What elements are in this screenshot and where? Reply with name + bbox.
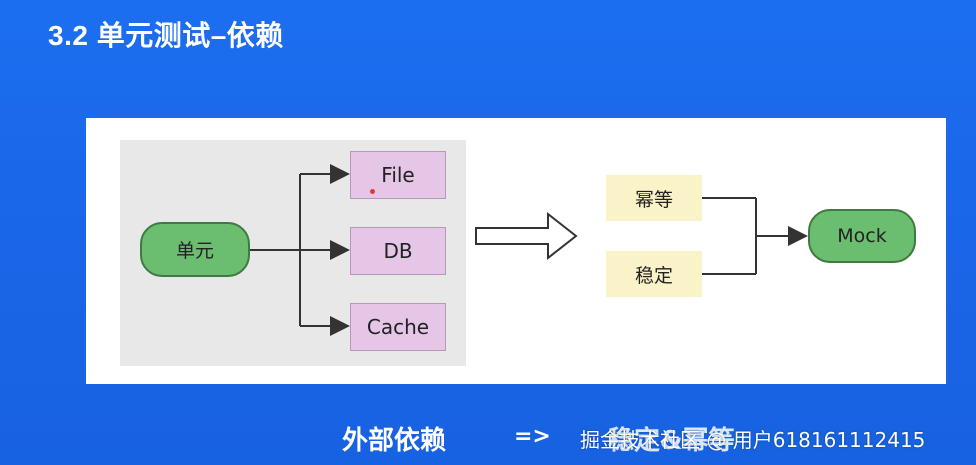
slide-title: 3.2 单元测试–依赖 bbox=[48, 20, 284, 51]
footer-stable-idempotent: 稳定&幂等 bbox=[608, 426, 735, 456]
cursor-dot bbox=[370, 189, 375, 194]
db-node: DB bbox=[350, 227, 446, 275]
transform-arrow-icon bbox=[475, 211, 578, 261]
footer-arrow: => bbox=[514, 424, 551, 449]
unit-node: 单元 bbox=[140, 222, 250, 277]
mock-node: Mock bbox=[808, 209, 916, 263]
file-node: File bbox=[350, 151, 446, 199]
cache-node: Cache bbox=[350, 303, 446, 351]
idempotent-node: 幂等 bbox=[606, 175, 702, 221]
footer-external-deps: 外部依赖 bbox=[342, 426, 447, 456]
watermark: 掘金技术社区 @ 用户618161112415 bbox=[580, 428, 926, 452]
stable-node: 稳定 bbox=[606, 251, 702, 297]
